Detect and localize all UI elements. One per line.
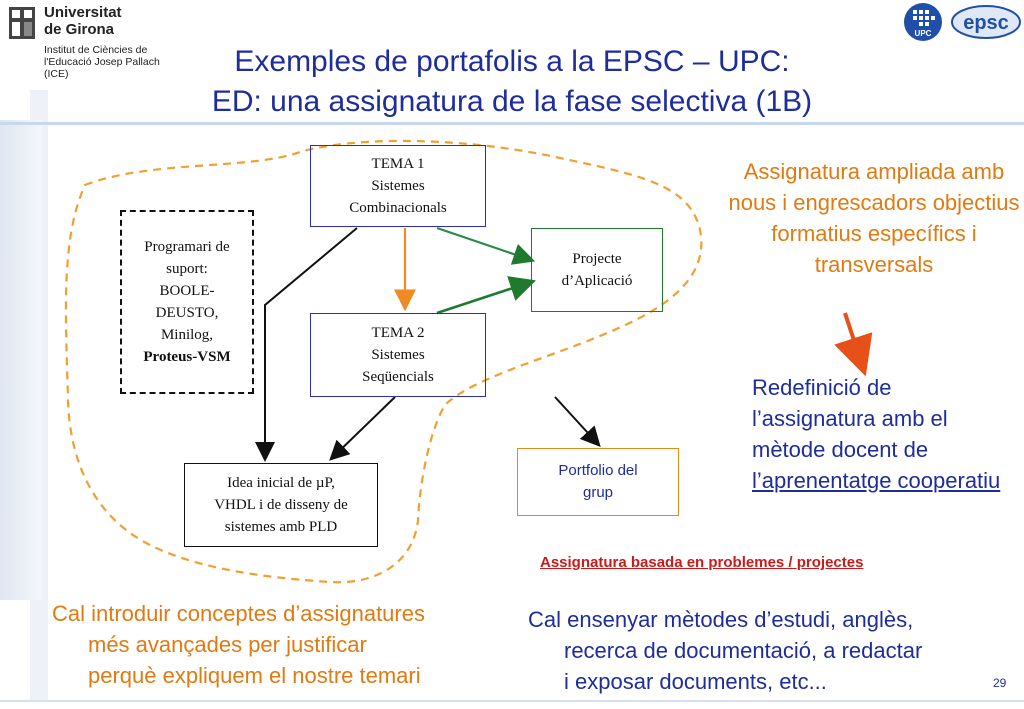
udg-shield-icon xyxy=(9,7,35,39)
epsc-logo-text: epsc xyxy=(963,12,1009,34)
footer-divider xyxy=(0,700,1024,702)
software-line: Programari de xyxy=(144,239,230,255)
epsc-logo: epsc xyxy=(951,5,1021,39)
projecte-box: Projecte d’Aplicació xyxy=(531,228,663,312)
ampliada-text: Assignatura ampliada amb nous i engresca… xyxy=(728,159,1020,277)
redefinicio-text: Redefinició de l’assignatura amb el mèto… xyxy=(752,372,1012,496)
software-line: DEUSTO, xyxy=(155,305,219,321)
software-box: Programari de suport: BOOLE- DEUSTO, Min… xyxy=(120,210,254,394)
software-line: suport: xyxy=(166,261,208,277)
bottom-left-line: Cal introduir conceptes d’assignatures xyxy=(52,601,425,626)
page-number: 29 xyxy=(993,676,1007,690)
udg-ice: Institut de Ciències de l'Educació Josep… xyxy=(44,44,160,80)
connector-ampliada-redef xyxy=(834,312,873,377)
bottom-right-text: Cal ensenyar mètodes d’estudi, anglès, r… xyxy=(528,604,1008,697)
udg-logo: Universitat de Girona Institut de Ciènci… xyxy=(4,2,164,82)
cooperatiu-link[interactable]: l’aprenentatge cooperatiu xyxy=(752,468,1001,493)
connector-tema2-idea xyxy=(329,396,396,461)
connector-tema1-projecte xyxy=(436,226,536,265)
side-gradient xyxy=(0,120,42,600)
bottom-left-line: més avançades per justificar xyxy=(88,632,367,657)
idea-box: Idea inicial de µP, VHDL i de disseny de… xyxy=(184,463,378,547)
connector-portfolio xyxy=(554,396,601,447)
bottom-left-text: Cal introduir conceptes d’assignatures m… xyxy=(52,598,512,691)
software-line: Minilog, xyxy=(160,327,214,343)
tema2-box: TEMA 2 Sistemes Seqüencials xyxy=(310,313,486,397)
bottom-left-line: perquè expliquem el nostre temari xyxy=(88,663,421,688)
portfolio-box: Portfolio del grup xyxy=(517,448,679,516)
bottom-right-line: recerca de documentació, a redactar xyxy=(564,638,923,663)
upc-logo: UPC xyxy=(904,3,942,41)
page-subtitle: ED: una assignatura de la fase selectiva… xyxy=(211,85,813,118)
page-title: Exemples de portafolis a la EPSC – UPC: xyxy=(234,45,790,78)
redefinicio-plain: Redefinició de l’assignatura amb el mèto… xyxy=(752,375,948,462)
bottom-right-line: i exposar documents, etc... xyxy=(564,669,827,694)
software-bold: Proteus-VSM xyxy=(143,349,231,365)
connector-tema1-idea xyxy=(255,227,358,462)
apb-heading[interactable]: Assignatura basada en problemes / projec… xyxy=(540,554,864,571)
bottom-right-line: Cal ensenyar mètodes d’estudi, anglès, xyxy=(528,607,914,632)
tema1-box: TEMA 1 Sistemes Combinacionals xyxy=(310,145,486,227)
upc-logo-text: UPC xyxy=(915,29,932,38)
title-divider xyxy=(0,122,1024,125)
udg-name: Universitat de Girona xyxy=(44,4,122,38)
software-line: BOOLE- xyxy=(159,283,215,299)
scope-boundary xyxy=(64,139,703,584)
connector-tema2-projecte xyxy=(436,276,536,315)
